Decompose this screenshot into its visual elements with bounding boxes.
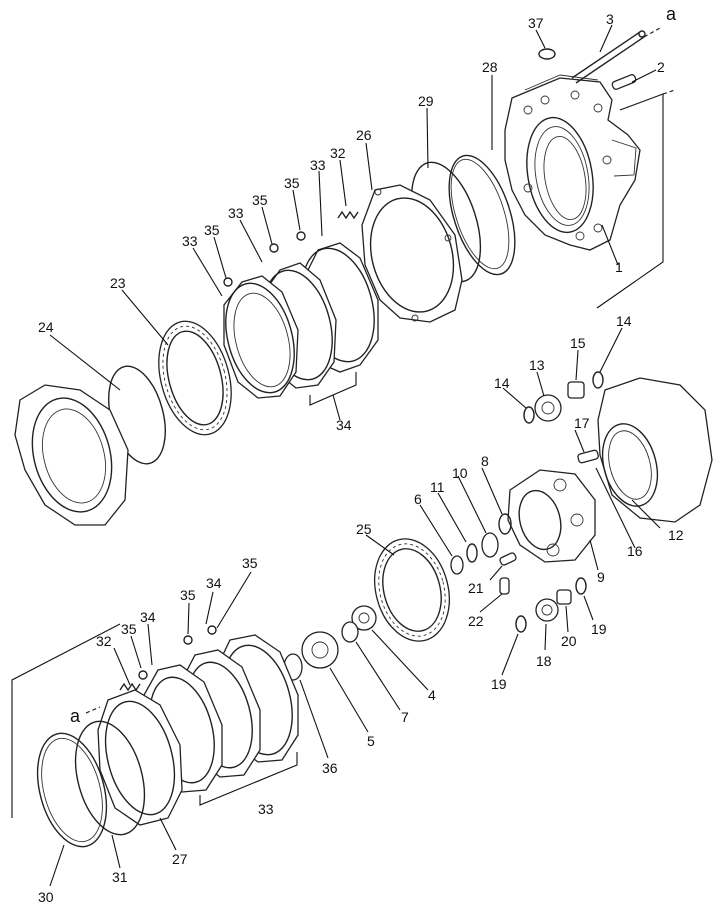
callout-34-upper: 34 [336, 417, 352, 433]
leader-lines [49, 24, 661, 887]
part-10-bearing [481, 532, 499, 558]
part-19-washer-b [515, 615, 527, 633]
part-13-gear [534, 394, 562, 422]
part-18-gear [535, 598, 559, 622]
callout-19-right: 19 [591, 621, 607, 637]
part-26-plate [361, 184, 463, 323]
callout-35-d: 35 [242, 555, 258, 571]
part-30-ring [36, 732, 108, 848]
callout-33-c: 33 [182, 233, 198, 249]
part-19-washer-a [575, 577, 587, 595]
part-27-piston [97, 689, 183, 826]
part-3-rod [571, 30, 646, 84]
left-cover [14, 384, 129, 526]
part-15-bearing [567, 381, 585, 399]
callout-35-f: 35 [121, 621, 137, 637]
part-12-cover [597, 377, 713, 523]
part-2-pin [611, 74, 637, 90]
callout-36: 36 [322, 760, 338, 776]
callout-13: 13 [529, 357, 545, 373]
callout-5: 5 [367, 733, 375, 749]
callout-1: 1 [615, 259, 623, 275]
callout-14-right: 14 [616, 313, 632, 329]
part-8-washer [498, 513, 512, 535]
callout-15: 15 [570, 335, 586, 351]
callout-14-left: 14 [494, 375, 510, 391]
callout-33-b: 33 [228, 205, 244, 221]
callout-30: 30 [38, 889, 54, 905]
callout-27: 27 [172, 851, 188, 867]
callout-32-bottom: 32 [96, 633, 112, 649]
callout-37: 37 [528, 15, 544, 31]
callout-25: 25 [356, 521, 372, 537]
callout-3: 3 [606, 11, 614, 27]
part-21-pin [499, 552, 517, 566]
callout-a-bottom: a [70, 706, 81, 726]
callout-20: 20 [561, 633, 577, 649]
upper-disc-pack [223, 231, 379, 399]
part-28-ring [448, 154, 516, 276]
callout-35-c: 35 [204, 222, 220, 238]
callout-a-top: a [666, 4, 677, 24]
callout-33-d: 33 [258, 801, 274, 817]
callout-31: 31 [112, 869, 128, 885]
part-6-washer [450, 555, 464, 575]
callout-34-lower-left: 34 [140, 609, 156, 625]
callout-26: 26 [356, 127, 372, 143]
callout-9: 9 [597, 569, 605, 585]
assembly-lines [11, 27, 676, 818]
callout-11: 11 [430, 479, 445, 495]
callout-35-e: 35 [180, 587, 196, 603]
callout-16: 16 [627, 543, 643, 559]
part-7-bearing [341, 621, 359, 643]
part-31-ring [74, 720, 146, 836]
callout-19-left: 19 [491, 676, 507, 692]
part-20-bearing [556, 589, 572, 605]
part-23-ring-gear [158, 320, 232, 436]
callout-12: 12 [668, 527, 684, 543]
callout-6: 6 [414, 491, 422, 507]
callout-7: 7 [401, 709, 409, 725]
callout-17: 17 [574, 415, 590, 431]
part-9-carrier [507, 469, 596, 563]
callout-22: 22 [468, 613, 484, 629]
callout-10: 10 [452, 465, 468, 481]
callout-2: 2 [657, 59, 665, 75]
callout-24: 24 [38, 319, 54, 335]
part-14-washer-b [592, 371, 604, 389]
part-14-washer-a [523, 406, 535, 424]
callout-33-a: 33 [310, 157, 326, 173]
callout-34-lower-right: 34 [206, 575, 222, 591]
part-1-housing [504, 74, 641, 251]
part-5-gear [301, 631, 339, 669]
callout-28: 28 [482, 59, 498, 75]
part-4-gear [351, 605, 377, 631]
callout-23: 23 [110, 275, 126, 291]
callout-18: 18 [536, 653, 552, 669]
callout-35-a: 35 [284, 175, 300, 191]
callout-29: 29 [418, 93, 434, 109]
part-37-oring [538, 48, 556, 60]
part-25-ring-gear [374, 538, 450, 642]
part-22-pin [499, 577, 510, 595]
part-17-pin [577, 449, 599, 464]
callout-21: 21 [468, 580, 484, 596]
callout-32-top: 32 [330, 145, 346, 161]
callout-4: 4 [428, 687, 436, 703]
callout-labels: a a 1 2 3 4 5 6 7 8 9 10 11 12 13 14 14 … [38, 4, 684, 905]
callout-8: 8 [481, 453, 489, 469]
part-11-snap-ring [466, 543, 478, 563]
part-32-spring-top [337, 210, 359, 220]
callout-35-b: 35 [252, 192, 268, 208]
